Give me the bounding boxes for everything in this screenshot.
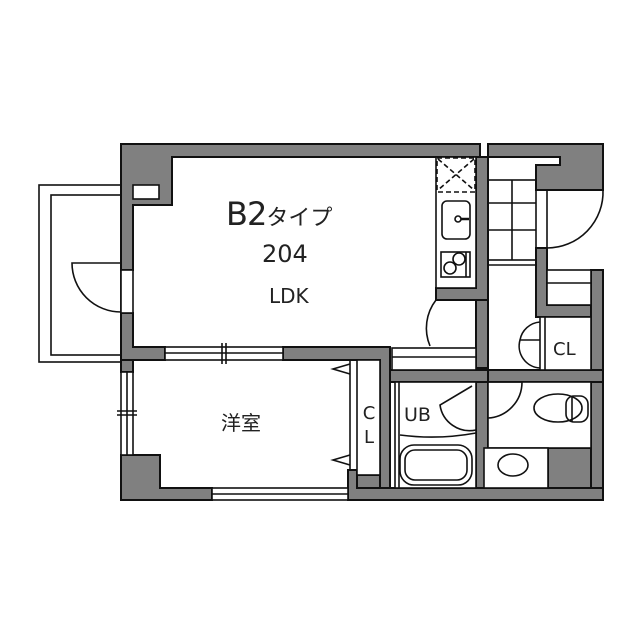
room-label-bedroom-closet: CL xyxy=(362,403,376,448)
fixtures xyxy=(38,156,604,501)
room-label-western-room: 洋室 xyxy=(221,411,261,435)
unit-type-code: B2 xyxy=(226,195,267,233)
room-label-unit-bath: UB xyxy=(404,404,431,426)
room-label-hall-closet: CL xyxy=(553,339,576,360)
unit-type-title: B2タイプ xyxy=(226,198,332,231)
unit-number: 204 xyxy=(262,240,308,268)
room-label-ldk: LDK xyxy=(269,284,309,308)
unit-type-suffix: タイプ xyxy=(266,206,333,231)
